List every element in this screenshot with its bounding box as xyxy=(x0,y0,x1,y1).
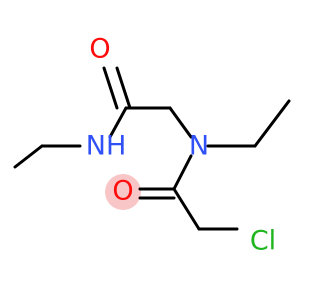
amide-nitrogen-label: NH xyxy=(86,131,127,162)
bond-carbonyl-double-1 xyxy=(102,66,119,110)
amide-oxygen-label: O xyxy=(89,34,110,65)
bond-ethyl-ch3-ch2-left xyxy=(13,144,44,169)
tertiary-nitrogen-label: N xyxy=(189,131,209,162)
bond-carbonyl-double-2 xyxy=(115,66,132,110)
molecule-structure: O NH N O Cl xyxy=(13,34,291,257)
chlorine-label: Cl xyxy=(250,226,276,257)
bond-acyl-c-ch2cl xyxy=(172,187,201,231)
bond-ethyl-ch2-ch3-right xyxy=(253,99,291,148)
bond-ch2-n xyxy=(168,106,193,139)
bond-nh-carbonyl-c xyxy=(108,106,128,139)
bond-n-acyl-c xyxy=(172,154,193,191)
acyl-oxygen-label: O xyxy=(112,176,133,207)
molecule-canvas: O NH N O Cl xyxy=(13,34,291,257)
acyl-oxygen-highlight xyxy=(105,174,141,210)
